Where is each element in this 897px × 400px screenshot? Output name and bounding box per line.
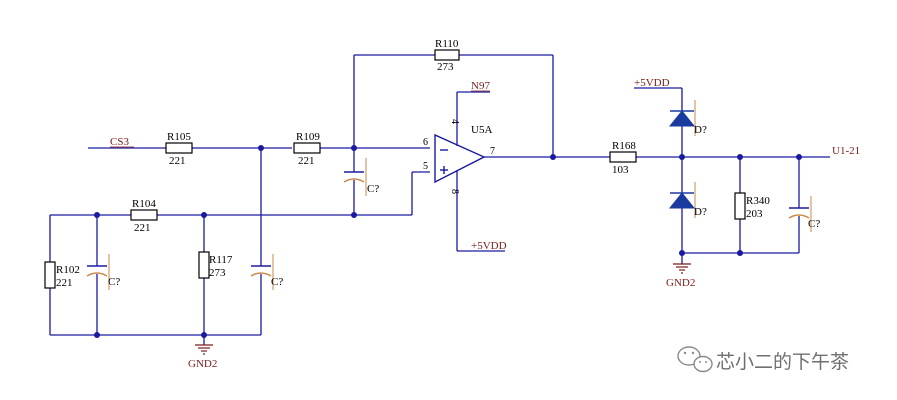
ref-opamp: U5A (471, 124, 492, 136)
opamp-u5a (434, 133, 486, 184)
junction-dot (201, 212, 207, 218)
junction-dot (679, 250, 685, 256)
value-r340: 203 (746, 208, 763, 220)
ref-cap-output: C? (808, 218, 820, 230)
capacitor-left (86, 254, 110, 290)
resistor-r110 (434, 49, 460, 61)
diode-upper (668, 110, 696, 127)
resistors (44, 49, 746, 289)
resistor-r102 (44, 261, 56, 289)
ref-diode-lower: D? (694, 206, 707, 218)
junction-dot (737, 250, 743, 256)
capacitors (86, 158, 812, 290)
component-labels: R105 221 R109 221 R110 273 R104 221 R102… (56, 38, 820, 289)
junction-dot (201, 332, 207, 338)
value-r168: 103 (612, 164, 629, 176)
watermark: 芯小二的下午茶 (677, 346, 849, 373)
value-r104: 221 (134, 222, 151, 234)
junction-dot (796, 154, 802, 160)
resistor-r109 (293, 142, 321, 154)
net-labels: CS3 N97 +5VDD +5VDD GND2 GND2 U1-21 (110, 77, 860, 370)
resistor-r105 (165, 142, 193, 154)
ref-r168: R168 (612, 140, 636, 152)
junction-dot (94, 212, 100, 218)
ref-cap-left: C? (108, 276, 120, 288)
junction-dot (550, 154, 556, 160)
junction-dot (351, 145, 357, 151)
diode-lower (668, 192, 696, 209)
junction-dot (94, 332, 100, 338)
value-r109: 221 (298, 155, 315, 167)
net-output: U1-21 (832, 145, 860, 157)
ref-r117: R117 (209, 254, 233, 266)
resistor-r168 (609, 151, 637, 163)
ground-right-icon (673, 263, 691, 274)
ref-r105: R105 (167, 131, 191, 143)
ref-r109: R109 (296, 131, 320, 143)
opamp-pin-5: 5 (423, 161, 428, 172)
ref-r104: R104 (132, 198, 156, 210)
ref-cap-feedback: C? (367, 183, 379, 195)
ground-left-icon (195, 344, 213, 355)
net-vdd-top: +5VDD (634, 77, 670, 89)
junction-dot (679, 154, 685, 160)
net-gnd-left: GND2 (188, 358, 217, 370)
ref-r102: R102 (56, 264, 80, 276)
resistor-r104 (130, 209, 158, 221)
ref-diode-upper: D? (694, 124, 707, 136)
net-vdd-opamp: +5VDD (471, 240, 507, 252)
junction-dot (351, 212, 357, 218)
junction-dot (737, 154, 743, 160)
capacitor-feedback (343, 158, 367, 196)
ref-r110: R110 (435, 38, 459, 50)
net-gnd-right: GND2 (666, 277, 695, 289)
diodes (668, 100, 696, 218)
net-n97: N97 (471, 80, 490, 92)
capacitor-mid (250, 254, 274, 290)
net-cs3: CS3 (110, 136, 129, 148)
resistor-r117 (198, 251, 210, 279)
watermark-text: 芯小二的下午茶 (716, 351, 849, 373)
value-r105: 221 (169, 155, 186, 167)
value-r117: 273 (209, 267, 226, 279)
opamp-pin-6: 6 (423, 137, 428, 148)
value-r110: 273 (437, 61, 454, 73)
opamp-pin-4: 4 (449, 119, 460, 124)
ref-cap-mid: C? (271, 276, 283, 288)
ref-r340: R340 (746, 195, 770, 207)
wechat-icon (677, 346, 713, 373)
junction-dot (258, 145, 264, 151)
opamp-pin-7: 7 (490, 146, 495, 157)
capacitor-output (788, 196, 812, 232)
resistor-r340 (734, 192, 746, 220)
junctions (94, 145, 802, 338)
opamp-pin-8: 8 (449, 189, 460, 194)
ground-symbols (195, 263, 691, 355)
value-r102: 221 (56, 277, 73, 289)
wires (49, 54, 830, 345)
